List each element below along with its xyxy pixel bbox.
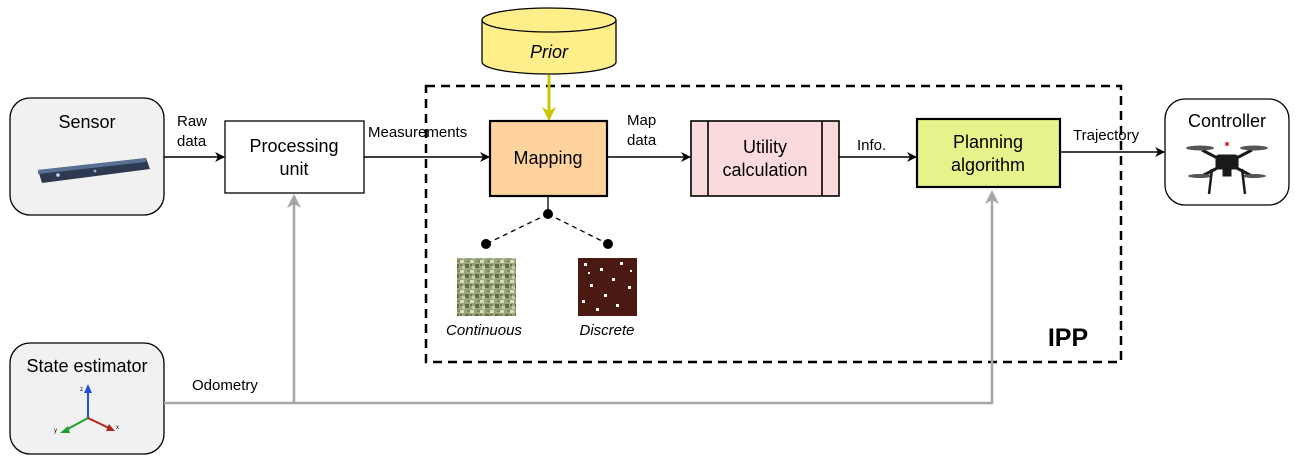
trajectory-label: Trajectory bbox=[1073, 127, 1140, 144]
mapping-box bbox=[488, 119, 609, 198]
discrete-label: Discrete bbox=[579, 322, 634, 339]
map-data-label-1: Map bbox=[627, 112, 656, 129]
sensor-label: Sensor bbox=[58, 112, 115, 132]
utility-calculation-box bbox=[690, 120, 840, 197]
planning-algorithm-label-1: Planning bbox=[953, 132, 1023, 152]
state-estimator-label: State estimator bbox=[26, 356, 147, 376]
map-data-label-2: data bbox=[627, 132, 657, 149]
planning-algorithm-box bbox=[915, 117, 1062, 189]
svg-text:y: y bbox=[54, 428, 57, 434]
continuous-branch bbox=[485, 213, 549, 245]
controller-box bbox=[1164, 98, 1290, 206]
utility-calculation-label-2: calculation bbox=[722, 160, 807, 180]
axes-icon: z y x bbox=[54, 384, 119, 434]
utility-calculation-label-1: Utility bbox=[743, 137, 787, 157]
info-label: Info. bbox=[857, 137, 886, 154]
raw-data-label-1: Raw bbox=[177, 113, 207, 130]
controller-label: Controller bbox=[1188, 111, 1266, 131]
odometry-label: Odometry bbox=[192, 377, 258, 394]
svg-text:z: z bbox=[80, 387, 83, 393]
prior-database bbox=[481, 7, 617, 75]
drone-icon bbox=[1186, 142, 1268, 195]
planning-algorithm-label-2: algorithm bbox=[951, 155, 1025, 175]
continuous-label: Continuous bbox=[446, 322, 522, 339]
svg-text:x: x bbox=[116, 425, 119, 431]
raw-data-label-2: data bbox=[177, 133, 207, 150]
odometry-line bbox=[164, 190, 999, 405]
mapping-label: Mapping bbox=[513, 148, 582, 168]
processing-unit-box bbox=[224, 120, 365, 194]
ipp-label: IPP bbox=[1048, 324, 1088, 352]
prior-label: Prior bbox=[530, 42, 569, 62]
discrete-map-image bbox=[578, 258, 637, 316]
sensor-device-icon bbox=[38, 158, 150, 183]
processing-unit-label-1: Processing bbox=[249, 136, 338, 156]
continuous-map-image bbox=[457, 258, 516, 316]
measurements-label: Measurements bbox=[368, 124, 467, 141]
processing-unit-label-2: unit bbox=[279, 159, 308, 179]
discrete-branch bbox=[547, 213, 609, 245]
ipp-boundary bbox=[424, 84, 1123, 364]
